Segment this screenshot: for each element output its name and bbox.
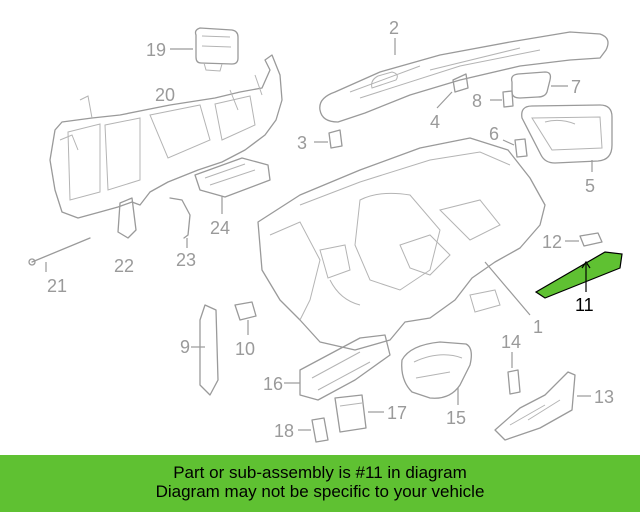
callout-16: 16: [263, 374, 283, 394]
part-22-bracket: [117, 197, 137, 239]
callout-22: 22: [114, 256, 134, 276]
part-18-clip: [311, 417, 329, 443]
part-15-cluster: [401, 341, 472, 399]
leader-4: [436, 91, 453, 109]
callout-4: 4: [430, 112, 440, 132]
callout-1: 1: [533, 317, 543, 337]
part-10-clip: [234, 301, 257, 321]
callout-15: 15: [446, 408, 466, 428]
part-24-panel: [194, 157, 271, 198]
arrow-11-icon: [581, 260, 591, 269]
leader-1: [484, 261, 531, 316]
part-13-lower-panel: [494, 371, 576, 441]
part-4-bracket: [452, 73, 469, 93]
part-7-cover: [510, 71, 552, 99]
callout-10: 10: [235, 339, 255, 359]
callout-11: 11: [575, 295, 594, 315]
info-banner: Part or sub-assembly is #11 in diagram D…: [0, 455, 640, 512]
callout-20: 20: [155, 85, 175, 105]
part-16-glove-box: [299, 334, 391, 401]
part-5-bezel: [521, 104, 613, 164]
part-17-box: [334, 394, 367, 433]
part-6-clip: [514, 138, 528, 158]
callout-18: 18: [274, 421, 294, 441]
part-2-dash-top: [319, 31, 609, 123]
part-9-side-panel: [199, 304, 219, 396]
banner-line-disclaimer: Diagram may not be specific to your vehi…: [155, 482, 485, 501]
callout-7: 7: [571, 77, 581, 97]
callout-3: 3: [297, 133, 307, 153]
callout-14: 14: [501, 332, 521, 352]
callout-21: 21: [47, 276, 67, 296]
callout-23: 23: [176, 250, 196, 270]
part-14-clip: [507, 369, 521, 395]
callout-8: 8: [472, 91, 482, 111]
part-11-trim-panel: [534, 251, 623, 299]
callout-19: 19: [146, 40, 166, 60]
part-21-rod: [28, 237, 91, 266]
part-3-clip: [328, 129, 343, 149]
part-12-clip: [579, 232, 603, 247]
callout-2: 2: [389, 18, 399, 38]
parts-diagram: 19 20 2 4 7 8 3 6 5 24 2: [28, 18, 623, 443]
part-20-cross-car-beam: [49, 54, 283, 219]
part-19-airbag: [194, 27, 239, 72]
leader-6: [502, 139, 515, 146]
callout-6: 6: [489, 124, 499, 144]
callout-9: 9: [180, 337, 190, 357]
callout-13: 13: [594, 387, 614, 407]
part-8-clip: [502, 90, 514, 108]
banner-line-part: Part or sub-assembly is #11 in diagram: [173, 463, 467, 482]
callout-12: 12: [542, 232, 562, 252]
callout-17: 17: [387, 403, 407, 423]
callout-5: 5: [585, 176, 595, 196]
part-23-wire-bracket: [169, 197, 191, 239]
part-1-instrument-panel: [257, 137, 546, 351]
callout-24: 24: [210, 218, 230, 238]
